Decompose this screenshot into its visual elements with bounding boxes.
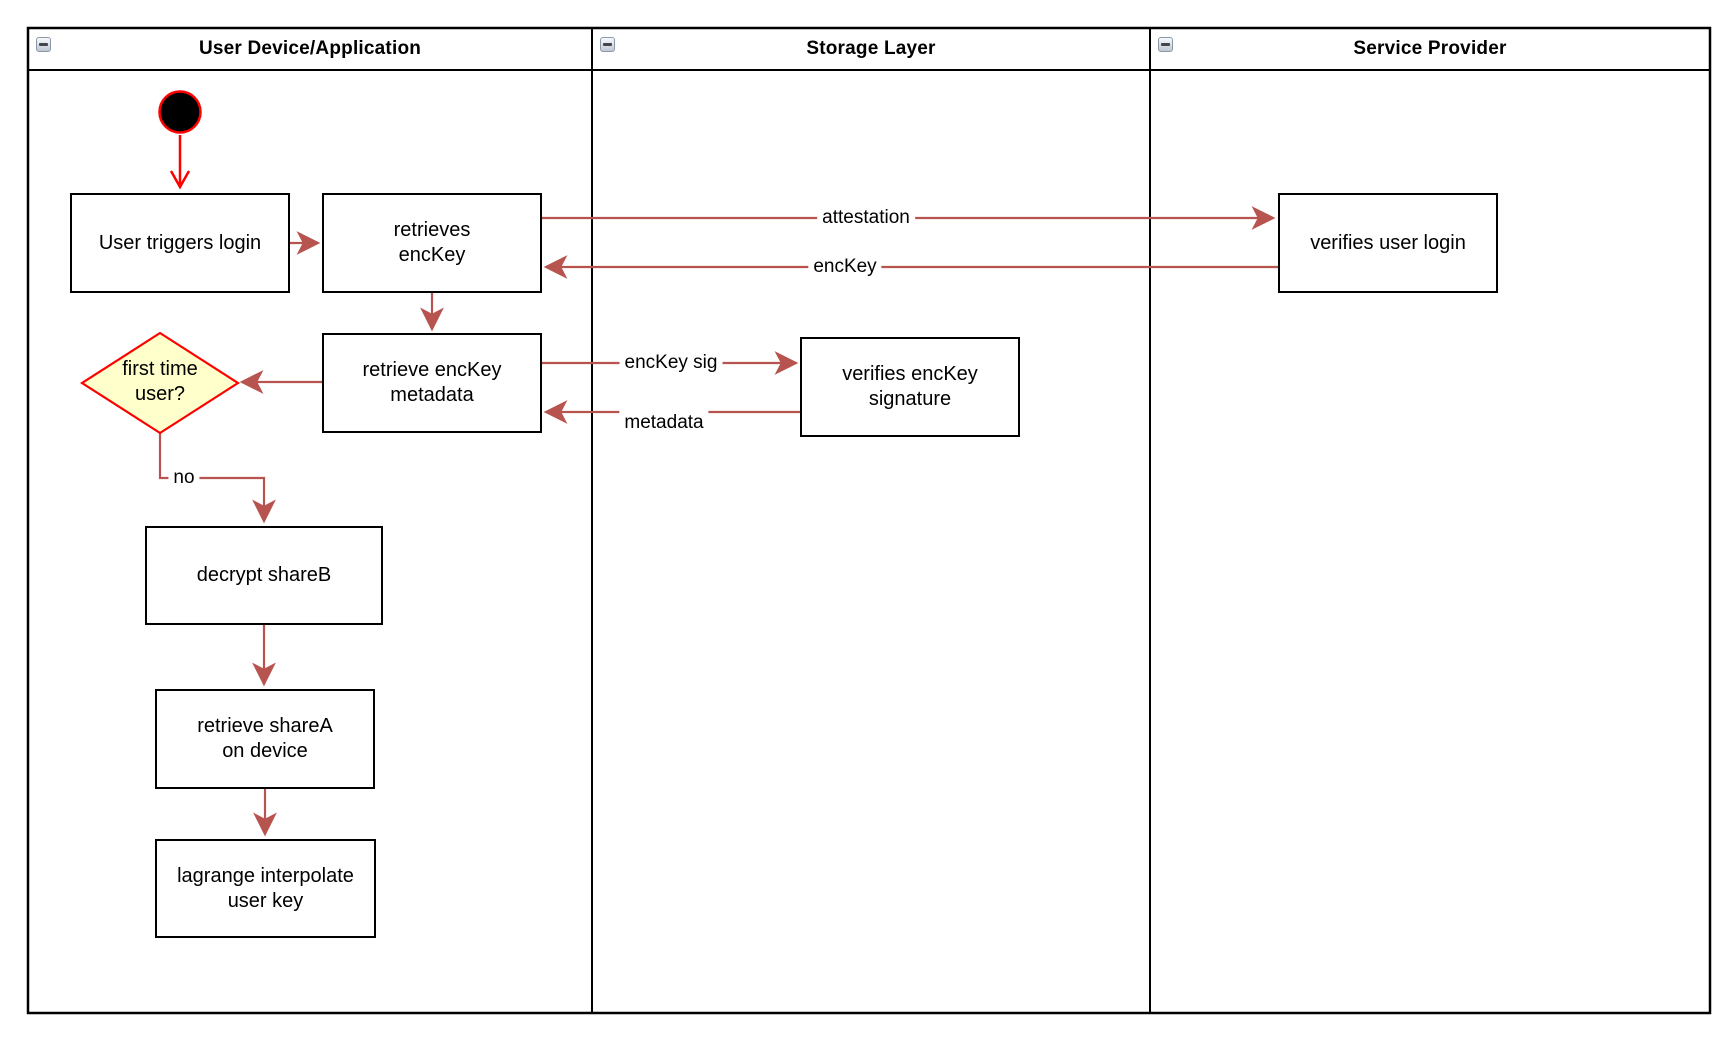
node-user-triggers-login[interactable]: User triggers login	[70, 193, 290, 293]
edge-label-attestation[interactable]: attestation	[817, 205, 915, 231]
minus-icon	[1161, 43, 1170, 46]
collapse-lane-button[interactable]	[36, 37, 51, 52]
edge-start-to-login	[169, 135, 191, 190]
node-verifies-enckey-signature[interactable]: verifies encKey signature	[800, 337, 1020, 437]
node-verifies-user-login[interactable]: verifies user login	[1278, 193, 1498, 293]
decision-first-time-user[interactable]	[79, 331, 241, 435]
node-retrieves-enckey[interactable]: retrieves encKey	[322, 193, 542, 293]
minus-icon	[39, 43, 48, 46]
lane-title: Storage Layer	[806, 38, 936, 59]
edge-label-metadata[interactable]: metadata	[619, 410, 709, 436]
lane-header-service-provider[interactable]: Service Provider	[1150, 28, 1710, 70]
lane-header-storage-layer[interactable]: Storage Layer	[592, 28, 1150, 70]
node-lagrange-interpolate[interactable]: lagrange interpolate user key	[155, 839, 376, 938]
lane-header-user-device[interactable]: User Device/Application	[28, 28, 592, 70]
collapse-lane-button[interactable]	[600, 37, 615, 52]
edge-label-no[interactable]: no	[168, 465, 200, 491]
minus-icon	[603, 43, 612, 46]
edge-decision-no	[158, 433, 276, 524]
collapse-lane-button[interactable]	[1158, 37, 1173, 52]
node-retrieve-sharea[interactable]: retrieve shareA on device	[155, 689, 375, 789]
decision-label: first time user?	[122, 358, 198, 405]
lane-title: User Device/Application	[198, 38, 422, 59]
edge-label-enckey[interactable]: encKey	[808, 254, 882, 280]
node-retrieve-enckey-metadata[interactable]: retrieve encKey metadata	[322, 333, 542, 433]
swimlane-frame	[26, 26, 1712, 1015]
lane-title: Service Provider	[1353, 38, 1507, 59]
node-decrypt-shareb[interactable]: decrypt shareB	[145, 526, 383, 625]
start-node[interactable]	[158, 90, 202, 134]
edge-label-enckey-sig[interactable]: encKey sig	[619, 350, 723, 376]
